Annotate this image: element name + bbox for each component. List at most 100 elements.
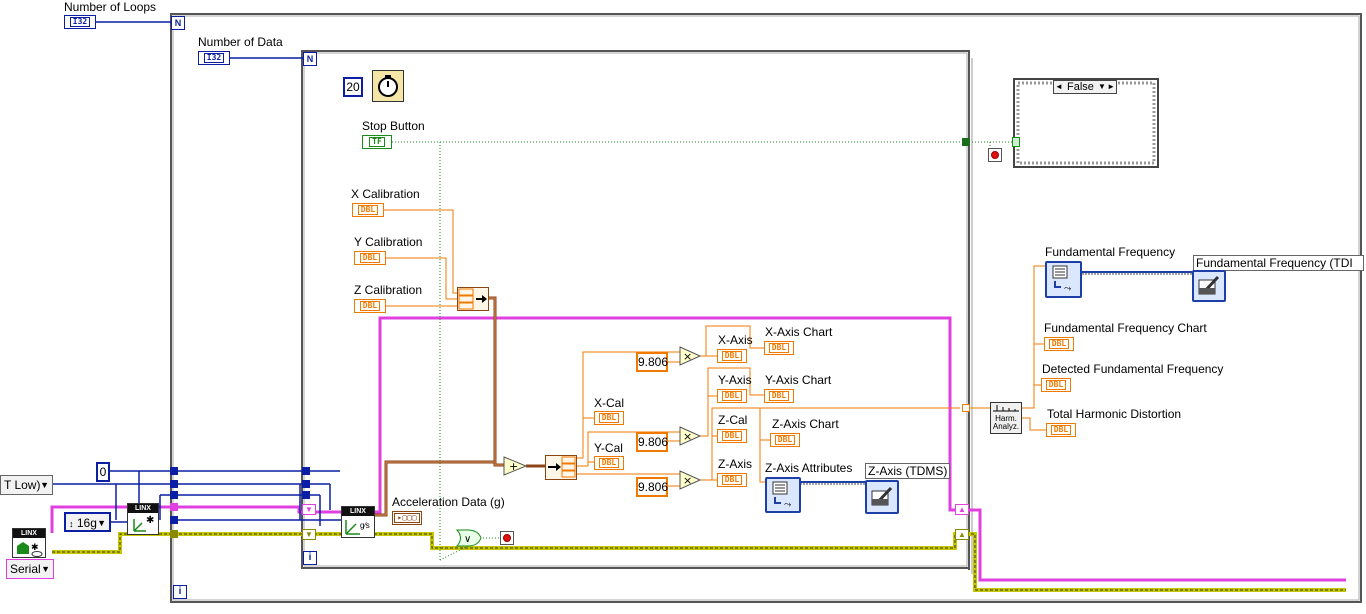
total-harmonic-distortion-label: Total Harmonic Distortion [1047,407,1182,421]
x-axis-indicator: DBL [717,349,747,363]
tunnel [962,404,970,412]
z-axis-chart-label: Z-Axis Chart [772,417,839,431]
svg-text:×: × [683,474,692,487]
tunnel [302,480,310,488]
z-calibration-label: Z Calibration [354,283,423,297]
x-calibration-control[interactable]: DBL [352,203,384,217]
outer-loop-iteration-terminal: i [173,585,187,599]
inner-loop-count-terminal: N [303,52,317,66]
tunnel [170,516,178,524]
tdms-write-icon[interactable] [865,480,899,514]
detected-fundamental-frequency-label: Detected Fundamental Frequency [1042,362,1224,376]
x-calibration-label: X Calibration [351,187,420,201]
set-waveform-attribute-icon[interactable]: ⤳ [765,477,801,513]
outer-loop-stop-terminal [988,148,1002,162]
z-axis-attributes-label: Z-Axis Attributes [765,461,853,475]
z-axis-chart-indicator: DBL [770,433,800,447]
svg-text:⤳: ⤳ [1064,284,1071,294]
gravity-constant-x[interactable]: 9.806 [636,352,668,372]
total-harmonic-distortion-indicator: DBL [1046,423,1076,437]
inner-loop-stop-terminal [500,531,514,545]
tunnel [170,467,178,475]
number-of-data-control[interactable]: I32 [198,51,230,65]
pin-selector-ring[interactable]: T Low)▼ [0,475,53,495]
y-axis-chart-indicator: DBL [764,389,794,403]
stop-button-terminal[interactable]: TF [362,135,392,149]
number-of-loops-label: Number of Loops [64,0,157,14]
fundamental-frequency-tdms-label: Fundamental Frequency (TDI [1193,255,1364,271]
linx-open-icon[interactable]: LINX ✱ [12,528,46,558]
svg-text:⤳: ⤳ [784,500,791,510]
svg-text:×: × [683,430,692,443]
tunnel [962,138,970,146]
svg-text:∨: ∨ [464,534,471,545]
fundamental-frequency-attribute-icon[interactable]: ⤳ [1045,261,1082,298]
wait-ms-constant[interactable]: 20 [343,77,363,97]
or-node[interactable]: ∨ [455,529,482,547]
linx-accelerometer-config-icon[interactable]: LINX ✱ [127,503,159,535]
case-dropdown-arrow[interactable]: ▼ [1098,82,1106,91]
svg-text:✱: ✱ [31,542,39,552]
range-selector-ring[interactable]: ↕ 16g▼ [64,512,111,532]
z-calibration-control[interactable]: DBL [354,299,386,313]
number-of-data-label: Number of Data [198,35,283,49]
serial-selector-ring[interactable]: Serial▼ [6,559,54,579]
inner-loop-iteration-terminal: i [303,551,317,565]
x-axis-chart-indicator: DBL [764,341,794,355]
shift-register-right-pink: ▲ [955,504,969,515]
shift-register-left-pink: ▼ [302,504,316,515]
z-axis-tdms-label: Z-Axis (TDMS) [865,463,951,479]
y-cal-label: Y-Cal [594,441,623,455]
y-axis-indicator: DBL [717,389,747,403]
tunnel [302,491,310,499]
stopwatch-icon[interactable] [372,70,404,102]
gravity-constant-y[interactable]: 9.806 [636,432,668,452]
z-cal-indicator: DBL [717,429,747,443]
y-cal-indicator: DBL [594,456,624,470]
fundamental-frequency-chart-indicator: DBL [1044,337,1074,351]
fundamental-frequency-label: Fundamental Frequency [1045,245,1176,259]
number-of-loops-control[interactable]: I32 [64,15,96,29]
tunnel [170,491,178,499]
outer-loop-count-terminal: N [171,16,185,30]
bundle-node[interactable] [457,287,489,311]
linx-accelerometer-read-icon[interactable]: LINX g⁄s [341,506,375,538]
case-selector-label[interactable]: ◄ False ▼ ► [1053,80,1117,94]
multiply-node-z[interactable]: × [679,470,702,490]
detected-fundamental-frequency-indicator: DBL [1041,378,1071,392]
unbundle-node[interactable] [545,455,577,480]
tunnel [302,467,310,475]
y-calibration-control[interactable]: DBL [354,251,386,265]
svg-text:g⁄s: g⁄s [360,521,370,530]
svg-text:×: × [683,350,692,363]
z-cal-label: Z-Cal [718,413,748,427]
shift-register-right-yellow: ▲ [955,529,969,540]
fundamental-frequency-chart-label: Fundamental Frequency Chart [1044,321,1207,335]
z-axis-indicator: DBL [717,473,747,487]
multiply-node-x[interactable]: × [679,346,702,366]
multiply-node-y[interactable]: × [679,426,702,446]
tunnel [170,503,178,511]
svg-text:✱: ✱ [146,515,154,526]
acceleration-data-label: Acceleration Data (g) [392,495,505,509]
x-cal-indicator: DBL [594,411,624,425]
z-axis-label: Z-Axis [718,457,752,471]
acceleration-data-indicator: ▸▢▢▢ [392,511,422,525]
case-prev-arrow[interactable]: ◄ [1055,82,1063,91]
tunnel [170,530,178,538]
tunnel [170,480,178,488]
y-calibration-label: Y Calibration [354,235,423,249]
svg-text:+: + [509,460,518,473]
stop-button-label: Stop Button [362,119,425,133]
add-node[interactable]: + [503,456,528,476]
x-axis-label: X-Axis [718,333,753,347]
shift-register-left-yellow: ▼ [302,529,316,540]
case-next-arrow[interactable]: ► [1107,82,1115,91]
fundamental-tdms-write-icon[interactable] [1192,270,1226,302]
x-cal-label: X-Cal [594,396,625,410]
harmonic-analyzer-icon[interactable]: Harm. Analyz. [990,402,1022,434]
gravity-constant-z[interactable]: 9.806 [636,477,668,497]
channel-constant[interactable]: 0 [96,462,110,482]
x-axis-chart-label: X-Axis Chart [765,325,833,339]
